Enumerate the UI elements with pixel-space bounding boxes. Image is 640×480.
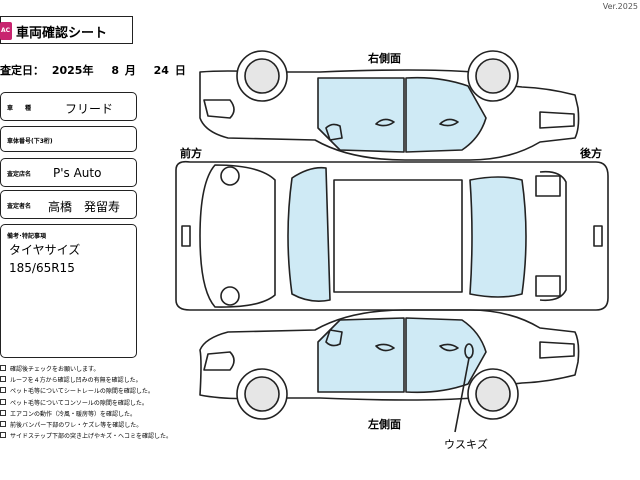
date-month-unit: 月 (124, 64, 136, 77)
checklist-item: エアコンの動作（冷風・暖房等）を確認した。 (0, 409, 210, 420)
assessor-value: 高橋 発留寿 (48, 200, 121, 214)
rear-label: 後方 (580, 147, 602, 160)
checkbox[interactable] (0, 398, 6, 405)
right-side-label: 右側面 (368, 52, 401, 65)
left-side-label: 左側面 (368, 418, 401, 431)
date-day-unit: 日 (174, 64, 186, 77)
checkbox[interactable] (0, 420, 6, 427)
remarks-field: 備考･特記事項 タイヤサイズ 185/65R15 (0, 224, 137, 358)
checklist-item: 前後バンパー下部のワレ・ケズレ等を確認した。 (0, 420, 210, 431)
shop-field: 査定店名 P's Auto (0, 158, 137, 187)
version-label: Ver.2025 (602, 2, 638, 11)
shop-label: 査定店名 (7, 171, 32, 178)
checkbox[interactable] (0, 432, 6, 439)
date-year: 2025年 (51, 64, 94, 77)
logo-icon (0, 22, 12, 40)
remarks-label: 備考･特記事項 (7, 233, 47, 240)
vehicle-type-label: 車 種 (7, 105, 32, 112)
assessor-field: 査定者名 高橋 発留寿 (0, 190, 137, 219)
top-view (175, 160, 609, 311)
vehicle-type-value: フリード (65, 102, 114, 116)
checklist-item: ルーフを４方から確認し凹みの有無を確認した。 (0, 375, 210, 386)
vehicle-type-field: 車 種 フリード (0, 92, 137, 121)
remarks-line: タイヤサイズ (9, 243, 81, 257)
right-side-view (199, 50, 580, 161)
front-label: 前方 (180, 147, 202, 160)
left-side-view (199, 309, 580, 433)
checkbox[interactable] (0, 409, 6, 416)
checklist-item: ペット毛等についてコンソールの隙間を確認した。 (0, 398, 210, 409)
body-number-label: 車体番号(下3桁) (7, 138, 53, 145)
checklist-item: ペット毛等についてシートレールの隙間を確認した。 (0, 386, 210, 397)
checklist-item: サイドステップ下部の突き上げやキズ・ヘコミを確認した。 (0, 431, 210, 442)
checklist-intro: 確認後チェックをお願いします。 (0, 364, 210, 375)
logo-text: AC (1, 27, 11, 34)
page-title: 車両確認シート (16, 26, 108, 41)
checklist: 確認後チェックをお願いします。 ルーフを４方から確認し凹みの有無を確認した。 ペ… (0, 364, 210, 442)
date-label: 査定日： (0, 64, 44, 77)
shop-value: P's Auto (53, 166, 102, 180)
date-month: 8 (111, 64, 119, 77)
body-number-field: 車体番号(下3桁) (0, 126, 137, 152)
assessor-label: 査定者名 (7, 203, 32, 210)
remarks-line: 185/65R15 (9, 261, 75, 275)
checkbox[interactable] (0, 365, 6, 371)
checkbox[interactable] (0, 387, 6, 394)
checkbox[interactable] (0, 376, 6, 383)
assessment-date: 査定日： 2025年 8 月 24 日 (0, 62, 186, 78)
date-day: 24 (153, 64, 169, 77)
damage-annotation: ウスキズ (444, 438, 488, 451)
